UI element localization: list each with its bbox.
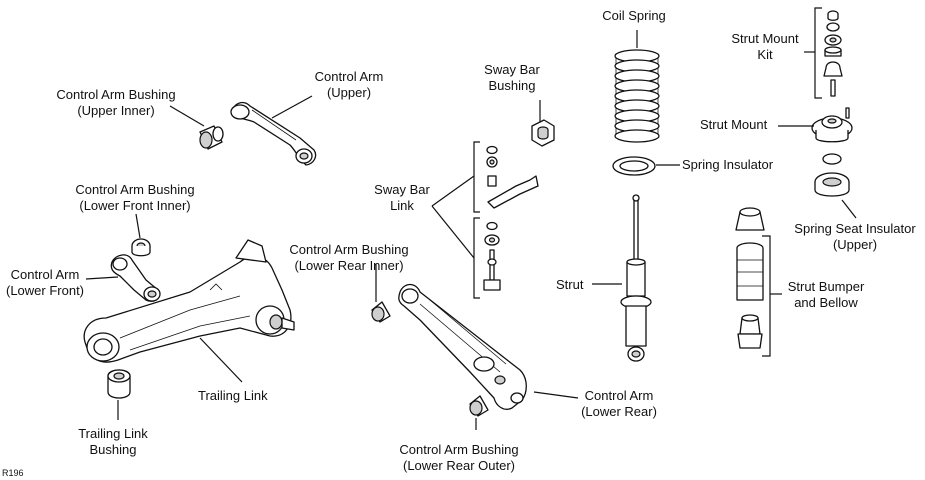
spring-seat-insulator-drawing [814,153,850,197]
control-arm-lower-rear-drawing [398,283,527,410]
strut-mount-kit-drawing [823,10,843,97]
bushing-lower-rear-inner-drawing [371,301,391,323]
sway-bar-link-bracket [431,141,480,299]
strut-bumper-bracket [762,235,782,357]
sway-bar-link-drawing [483,145,539,291]
label-control-arm-bushing-lower-rear-inner: Control Arm Bushing (Lower Rear Inner) [289,242,409,273]
label-strut: Strut [556,277,584,292]
trailing-link-bushing-drawing [107,369,131,399]
spring-insulator-drawing [612,156,656,176]
control-arm-lower-front-drawing [110,254,161,302]
label-trailing-link-bushing: Trailing Link Bushing [78,426,148,457]
label-strut-mount: Strut Mount [700,117,768,132]
label-coil-spring: Coil Spring [602,8,666,23]
label-control-arm-lower-front: Control Arm (Lower Front) [5,267,85,298]
label-spring-seat-insulator: Spring Seat Insulator (Upper) [794,221,916,252]
sway-bar-bushing-drawing [531,119,555,147]
strut-mount-kit-bracket [804,7,822,99]
leader-lines [85,30,857,430]
strut-bumper-bellow-drawing [735,207,765,349]
label-trailing-link: Trailing Link [198,388,268,403]
control-arm-upper-drawing [230,101,317,166]
label-control-arm-bushing-lower-front-inner: Control Arm Bushing (Lower Front Inner) [75,182,195,213]
bushing-lower-rear-outer-drawing [469,395,489,417]
label-strut-bumper-bellow: Strut Bumper and Bellow [787,279,865,310]
trailing-link-drawing [83,239,295,363]
label-strut-mount-kit: Strut Mount Kit [731,31,799,62]
strut-mount-drawing [811,107,853,143]
label-control-arm-bushing-upper-inner: Control Arm Bushing (Upper Inner) [56,87,176,118]
label-sway-bar-link: Sway Bar Link [374,182,430,213]
strut-drawing [620,194,652,362]
coil-spring-drawing [614,49,660,143]
label-control-arm-upper: Control Arm (Upper) [314,69,384,100]
bushing-upper-inner-drawing [199,125,224,150]
bushing-lower-front-inner-drawing [131,238,151,257]
label-spring-insulator: Spring Insulator [682,157,774,172]
figure-code: R196 [2,468,24,478]
label-control-arm-bushing-lower-rear-outer: Control Arm Bushing (Lower Rear Outer) [399,442,519,473]
label-sway-bar-bushing: Sway Bar Bushing [484,62,540,93]
label-control-arm-lower-rear: Control Arm (Lower Rear) [581,388,657,419]
